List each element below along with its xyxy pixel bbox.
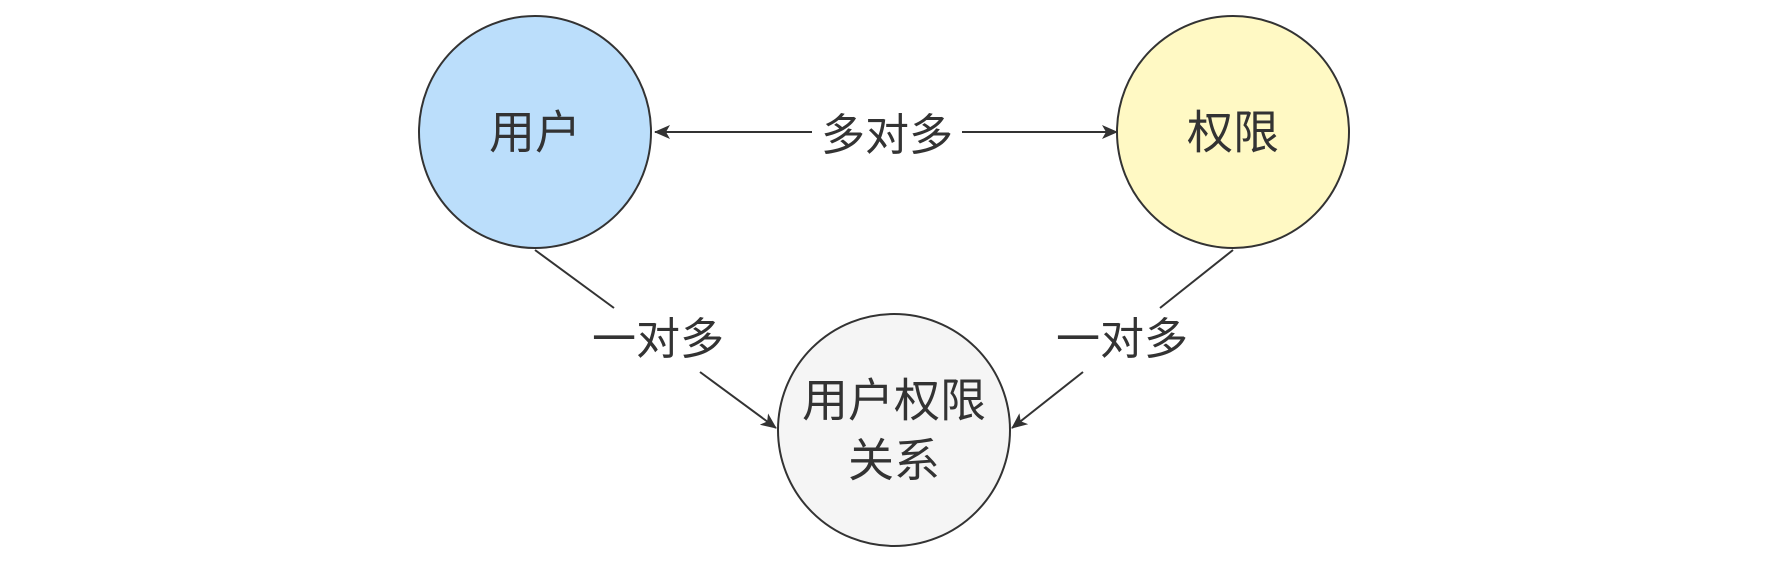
edge-permission-relation-line-bottom: [1011, 371, 1084, 429]
edge-user-relation-label: 一对多: [592, 314, 724, 365]
node-permission: 权限: [1116, 15, 1350, 249]
edge-user-relation-line-bottom: [699, 371, 777, 429]
node-relation-label-line2: 关系: [848, 434, 940, 488]
edge-user-permission: 多对多: [654, 110, 1118, 161]
edge-user-relation: 一对多: [534, 249, 777, 429]
edge-user-relation-line-top: [534, 249, 615, 309]
node-user-label: 用户: [489, 106, 581, 160]
edge-permission-relation: 一对多: [1011, 249, 1234, 429]
node-relation-label-line1: 用户权限: [802, 374, 986, 428]
node-permission-circle: [1116, 15, 1350, 249]
node-permission-label: 权限: [1187, 106, 1279, 160]
node-user-circle: [418, 15, 652, 249]
node-relation: 用户权限 关系: [777, 313, 1011, 547]
node-user: 用户: [418, 15, 652, 249]
node-relation-circle: [777, 313, 1011, 547]
edge-user-permission-label: 多对多: [821, 110, 953, 161]
edge-permission-relation-label: 一对多: [1056, 314, 1188, 365]
edge-permission-relation-line-top: [1159, 249, 1234, 309]
